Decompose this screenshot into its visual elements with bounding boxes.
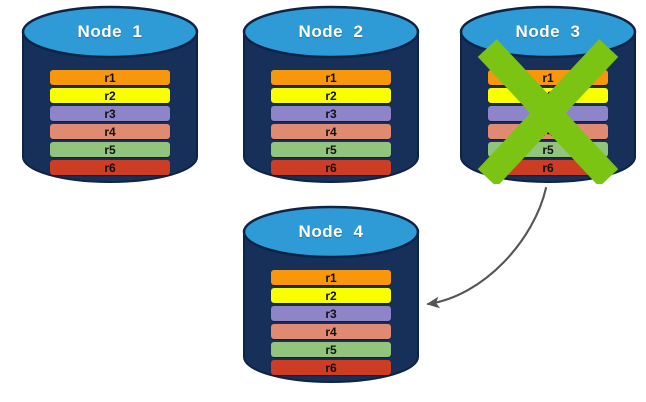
- node-4-row-r1-label: r1: [325, 270, 337, 285]
- node-4-row-r4[interactable]: r4: [271, 324, 391, 339]
- node-4-row-r6[interactable]: r6: [271, 360, 391, 375]
- node-3-row-r2[interactable]: r2: [488, 88, 608, 103]
- node-2-top-disc: [242, 5, 420, 59]
- node-3-top-disc: [459, 5, 637, 59]
- node-4-row-r2[interactable]: r2: [271, 288, 391, 303]
- node-2-row-r4[interactable]: r4: [271, 124, 391, 139]
- node-4-row-r6-label: r6: [325, 360, 337, 375]
- node-1-row-r4-label: r4: [104, 124, 116, 139]
- node-2-row-r5-label: r5: [325, 142, 337, 157]
- node-3-row-r3-label: r3: [542, 106, 554, 121]
- node-2-row-r5[interactable]: r5: [271, 142, 391, 157]
- node-2-row-r3-label: r3: [325, 106, 337, 121]
- node-4-rows: r1 r2 r3 r4 r5 r6: [243, 270, 419, 375]
- node-2-row-r6[interactable]: r6: [271, 160, 391, 175]
- node-2-rows: r1 r2 r3 r4 r5 r6: [243, 70, 419, 175]
- node-2-row-r1-label: r1: [325, 70, 337, 85]
- node-3-row-r5[interactable]: r5: [488, 142, 608, 157]
- node-4-row-r3-label: r3: [325, 306, 337, 321]
- node-1-row-r6-label: r6: [104, 160, 116, 175]
- node-1-row-r1[interactable]: r1: [50, 70, 170, 85]
- node-3-row-r4[interactable]: r4: [488, 124, 608, 139]
- node-1-row-r4[interactable]: r4: [50, 124, 170, 139]
- node-2-row-r4-label: r4: [325, 124, 337, 139]
- node-3-row-r2-label: r2: [542, 88, 554, 103]
- node-2-row-r2[interactable]: r2: [271, 88, 391, 103]
- node-1-rows: r1 r2 r3 r4 r5 r6: [22, 70, 198, 175]
- node-1-row-r2-label: r2: [104, 88, 116, 103]
- node-3-row-r5-label: r5: [542, 142, 554, 157]
- node-3-row-r1-label: r1: [542, 70, 554, 85]
- node-3-row-r6[interactable]: r6: [488, 160, 608, 175]
- node-2-row-r1[interactable]: r1: [271, 70, 391, 85]
- node-3-rows: r1 r2 r3 r4 r5 r6: [460, 70, 636, 175]
- node-4-row-r3[interactable]: r3: [271, 306, 391, 321]
- node-1-row-r6[interactable]: r6: [50, 160, 170, 175]
- node-1-row-r5[interactable]: r5: [50, 142, 170, 157]
- node-1-row-r5-label: r5: [104, 142, 116, 157]
- node-1-top-disc: [21, 5, 199, 59]
- node-3-row-r4-label: r4: [542, 124, 554, 139]
- node-2-row-r2-label: r2: [325, 88, 337, 103]
- node-1-row-r3[interactable]: r3: [50, 106, 170, 121]
- node-2-row-r3[interactable]: r3: [271, 106, 391, 121]
- node-4-row-r4-label: r4: [325, 324, 337, 339]
- failover-arrow-path: [426, 186, 548, 309]
- node-1-row-r2[interactable]: r2: [50, 88, 170, 103]
- node-3-row-r1[interactable]: r1: [488, 70, 608, 85]
- node-4-row-r5[interactable]: r5: [271, 342, 391, 357]
- node-3-row-r6-label: r6: [542, 160, 554, 175]
- node-1-row-r3-label: r3: [104, 106, 116, 121]
- node-4-row-r1[interactable]: r1: [271, 270, 391, 285]
- node-4-row-r2-label: r2: [325, 288, 337, 303]
- node-4-top-disc: [242, 205, 420, 259]
- node-2-row-r6-label: r6: [325, 160, 337, 175]
- node-4-row-r5-label: r5: [325, 342, 337, 357]
- node-1-row-r1-label: r1: [104, 70, 116, 85]
- node-3-row-r3[interactable]: r3: [488, 106, 608, 121]
